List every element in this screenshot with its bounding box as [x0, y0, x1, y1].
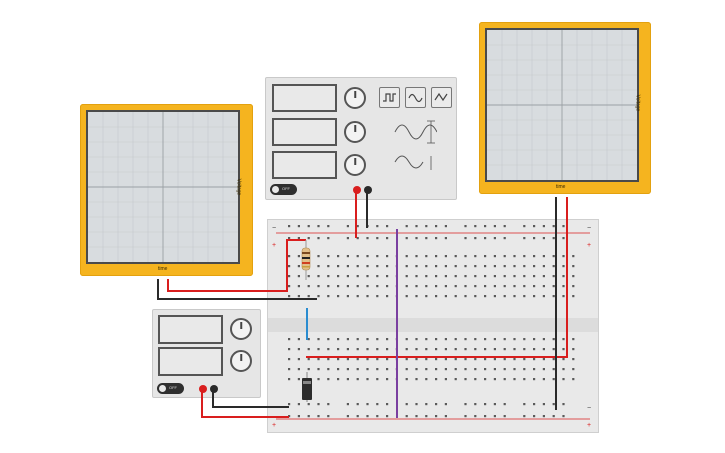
current-knob[interactable]	[230, 350, 252, 372]
power-supply-negative-terminal[interactable]	[210, 385, 218, 393]
resistor[interactable]	[301, 240, 311, 280]
function-generator-power-label: OFF	[282, 186, 290, 191]
sawtooth-wave-button[interactable]	[431, 87, 452, 108]
triangle-wave-button[interactable]	[405, 87, 426, 108]
amplitude-wave-diagram	[394, 120, 437, 144]
oscilloscope-right-screen	[485, 28, 639, 182]
svg-text:−: −	[272, 225, 276, 232]
svg-text:−: −	[587, 225, 591, 232]
wire-ps-negative[interactable]	[212, 391, 289, 408]
voltage-knob[interactable]	[230, 318, 252, 340]
function-generator-power-switch[interactable]: OFF	[270, 184, 297, 195]
svg-text:+: +	[587, 422, 591, 429]
power-supply-current-display	[158, 347, 223, 376]
power-supply-power-label: OFF	[169, 385, 177, 390]
offset-wave-diagram	[394, 155, 432, 170]
svg-text:+: +	[587, 242, 591, 249]
function-generator-display-frequency	[272, 84, 337, 112]
function-generator-display-offset	[272, 151, 337, 179]
power-supply-voltage-display	[158, 315, 223, 344]
breadboard-holes: − + − + − + − +	[268, 225, 598, 429]
oscilloscope-left[interactable]: Voltage time	[80, 104, 253, 276]
function-generator[interactable]: OFF	[265, 77, 457, 200]
breadboard[interactable]: − + − + − + − +	[267, 219, 599, 433]
power-supply-power-switch[interactable]: OFF	[157, 383, 184, 394]
oscilloscope-right[interactable]: Voltage time	[479, 22, 651, 194]
square-wave-icon	[383, 93, 396, 102]
power-supply[interactable]: OFF	[152, 309, 261, 398]
svg-text:+: +	[272, 242, 276, 249]
sine-wave-icon	[408, 93, 423, 103]
svg-text:−: −	[272, 405, 276, 412]
wire-ps-positive[interactable]	[201, 391, 289, 418]
oscilloscope-left-screen	[86, 110, 240, 264]
oscilloscope-right-time-label: time	[556, 184, 566, 190]
function-generator-display-amplitude	[272, 118, 337, 146]
triangle-wave-icon	[434, 92, 448, 102]
wire-scope-right-probe[interactable]	[306, 197, 568, 358]
power-supply-positive-terminal[interactable]	[199, 385, 207, 393]
wire-scope-left-ground[interactable]	[157, 279, 317, 300]
square-wave-button[interactable]	[379, 87, 400, 108]
capacitor[interactable]	[302, 372, 312, 402]
wire-scope-left-probe[interactable]	[167, 239, 306, 292]
frequency-knob[interactable]	[344, 87, 366, 109]
amplitude-knob[interactable]	[344, 121, 366, 143]
svg-text:+: +	[272, 422, 276, 429]
offset-knob[interactable]	[344, 154, 366, 176]
oscilloscope-left-time-label: time	[158, 266, 168, 272]
svg-text:−: −	[587, 405, 591, 412]
